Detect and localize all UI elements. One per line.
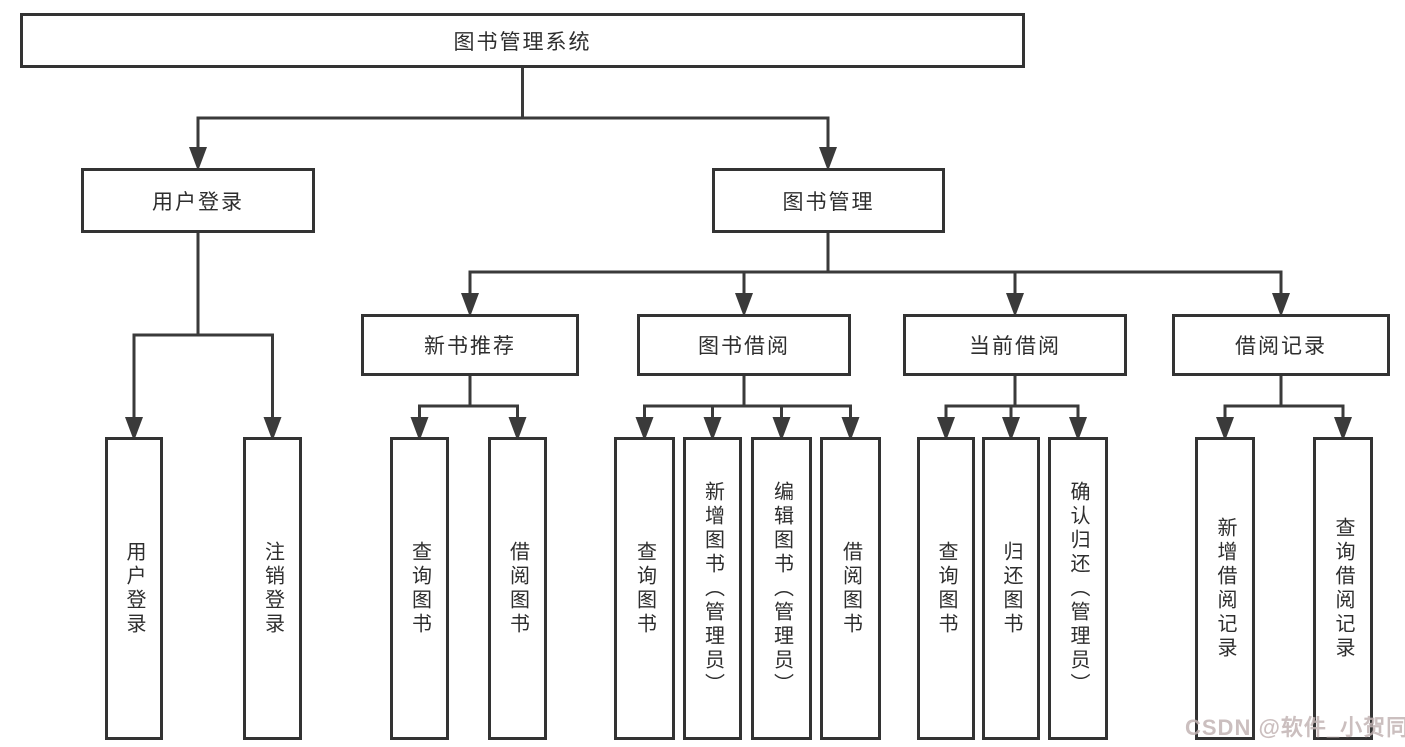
- node-new-book-rec-label: 新书推荐: [424, 335, 516, 358]
- leaf-query-record-label: 查询借阅记录: [1332, 516, 1354, 661]
- node-borrow-record: 借阅记录: [1172, 314, 1390, 376]
- leaf-borrow-book-1: 借阅图书: [488, 437, 547, 740]
- connector-root-to-level2: [196, 68, 830, 150]
- leaf-borrow-book-2: 借阅图书: [820, 437, 881, 740]
- node-root-label: 图书管理系统: [453, 30, 592, 54]
- csdn-watermark: CSDN @软件_小贺同学: [1185, 715, 1405, 740]
- leaf-user-login: 用户登录: [105, 437, 163, 740]
- leaf-return-book-label: 归还图书: [1000, 540, 1022, 637]
- connector-userlogin-to-leaves: [132, 233, 274, 420]
- leaf-add-record-label: 新增借阅记录: [1214, 516, 1236, 661]
- connector-bookmgmt-to-level3: [468, 233, 1283, 296]
- leaf-logout-label: 注销登录: [261, 540, 284, 637]
- connector-currentborrow-to-leaves: [944, 376, 1080, 420]
- node-book-mgmt: 图书管理: [712, 168, 945, 233]
- node-user-login-label: 用户登录: [152, 190, 244, 214]
- connector-borrowrecord-to-leaves: [1223, 376, 1345, 420]
- node-root: 图书管理系统: [20, 13, 1025, 68]
- node-book-mgmt-label: 图书管理: [782, 190, 875, 214]
- leaf-borrow-book-2-label: 借阅图书: [839, 540, 862, 637]
- node-current-borrow: 当前借阅: [903, 314, 1127, 376]
- leaf-edit-book-label: 编辑图书（管理员）: [770, 480, 793, 697]
- leaf-add-record: 新增借阅记录: [1195, 437, 1255, 740]
- node-user-login: 用户登录: [81, 168, 315, 233]
- arrowheads: [125, 147, 1352, 441]
- leaf-query-book-2: 查询图书: [614, 437, 675, 740]
- leaf-query-book-3-label: 查询图书: [935, 540, 957, 637]
- node-borrow-record-label: 借阅记录: [1235, 335, 1327, 358]
- leaf-query-book-1: 查询图书: [390, 437, 449, 740]
- leaf-user-login-label: 用户登录: [123, 540, 145, 637]
- leaf-return-book: 归还图书: [982, 437, 1040, 740]
- leaf-confirm-return: 确认归还（管理员）: [1048, 437, 1108, 740]
- leaf-query-record: 查询借阅记录: [1313, 437, 1373, 740]
- connector-newbookrec-to-leaves: [418, 376, 519, 420]
- leaf-query-book-2-label: 查询图书: [633, 540, 656, 637]
- leaf-query-book-3: 查询图书: [917, 437, 975, 740]
- connector-bookborrow-to-leaves: [643, 376, 852, 420]
- leaf-query-book-1-label: 查询图书: [408, 540, 431, 637]
- leaf-logout: 注销登录: [243, 437, 302, 740]
- node-book-borrow-label: 图书借阅: [698, 335, 790, 358]
- leaf-add-book: 新增图书（管理员）: [683, 437, 742, 740]
- leaf-confirm-return-label: 确认归还（管理员）: [1067, 480, 1089, 697]
- leaf-borrow-book-1-label: 借阅图书: [506, 540, 529, 637]
- node-book-borrow: 图书借阅: [637, 314, 851, 376]
- node-current-borrow-label: 当前借阅: [969, 335, 1061, 358]
- leaf-add-book-label: 新增图书（管理员）: [701, 480, 724, 697]
- node-new-book-rec: 新书推荐: [361, 314, 579, 376]
- leaf-edit-book: 编辑图书（管理员）: [751, 437, 812, 740]
